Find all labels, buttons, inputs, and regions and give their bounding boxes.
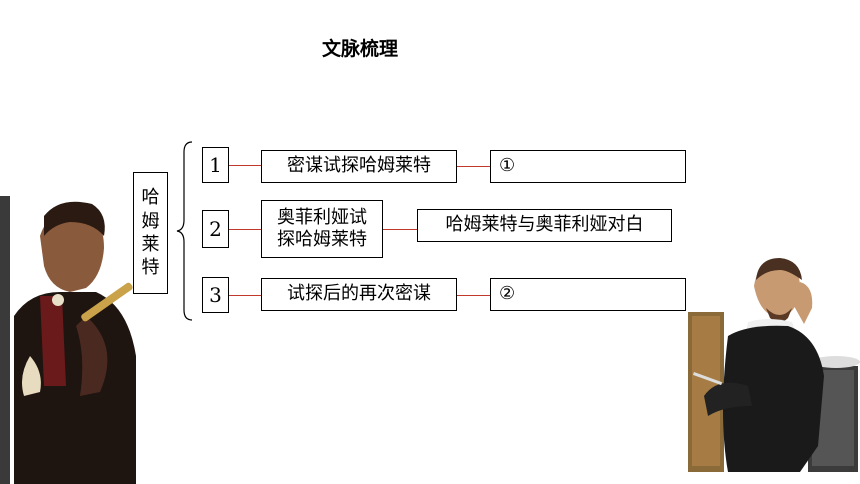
connector-line bbox=[229, 229, 261, 230]
subject-char: 莱 bbox=[141, 234, 160, 255]
subject-box: 哈 姆 莱 特 bbox=[133, 172, 168, 294]
connector-line bbox=[383, 229, 417, 230]
connector-line bbox=[457, 166, 490, 167]
row-number-3: 3 bbox=[202, 277, 229, 313]
row-2-scene-box: 奥菲利娅试 探哈姆莱特 bbox=[261, 200, 383, 258]
subject-char: 特 bbox=[141, 257, 160, 279]
row-3-scene-box: 试探后的再次密谋 bbox=[261, 278, 457, 311]
row-2-result-box: 哈姆莱特与奥菲利娅对白 bbox=[417, 209, 672, 242]
connector-line bbox=[457, 295, 490, 296]
row-1-scene-box: 密谋试探哈姆莱特 bbox=[261, 150, 457, 183]
row-2-scene-line: 奥菲利娅试 bbox=[277, 206, 367, 228]
subject-char: 姆 bbox=[141, 210, 160, 232]
connector-line bbox=[229, 295, 261, 296]
row-number-2: 2 bbox=[202, 210, 229, 248]
curly-brace-icon bbox=[176, 141, 193, 321]
row-2-scene-line: 探哈姆莱特 bbox=[277, 229, 367, 250]
row-number-1: 1 bbox=[202, 147, 229, 183]
shakespeare-portrait-image bbox=[688, 246, 860, 472]
row-1-result-box: ① bbox=[490, 150, 686, 183]
row-3-result-box: ② bbox=[490, 278, 686, 311]
subject-char: 哈 bbox=[141, 187, 160, 209]
hamlet-portrait-image bbox=[0, 196, 136, 484]
slide-title: 文脉梳理 bbox=[321, 38, 398, 60]
connector-line bbox=[229, 165, 261, 166]
